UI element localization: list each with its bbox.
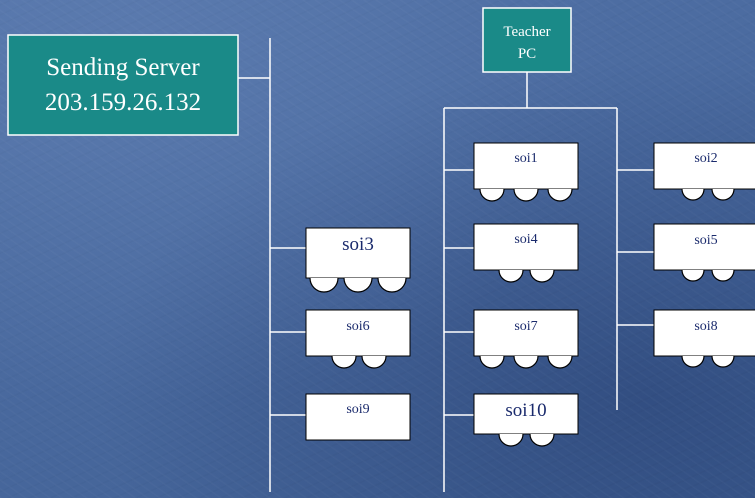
teacher-pc: Teacher PC <box>482 7 572 73</box>
node-bump <box>479 355 505 369</box>
teacher-pc-box <box>482 7 572 73</box>
node-box <box>653 309 755 357</box>
sending-server: Sending Server 203.159.26.132 <box>7 34 239 136</box>
node-soi5: soi5 <box>653 223 755 282</box>
node-bump <box>547 355 573 369</box>
node-label-soi1: soi1 <box>514 151 537 166</box>
node-bump <box>331 355 357 369</box>
node-bump <box>361 355 387 369</box>
node-bump <box>513 188 539 202</box>
node-bump <box>498 433 524 447</box>
node-bump <box>479 188 505 202</box>
node-box <box>653 142 755 190</box>
sending-server-ip: 203.159.26.132 <box>45 89 201 116</box>
node-box <box>305 393 411 441</box>
node-bump <box>377 277 407 293</box>
sending-server-title: Sending Server <box>46 54 200 81</box>
node-soi3: soi3 <box>305 227 411 293</box>
sending-server-box <box>7 34 239 136</box>
node-box <box>473 393 579 435</box>
node-bump <box>343 277 373 293</box>
node-bump <box>498 269 524 283</box>
node-label-soi4: soi4 <box>514 232 537 247</box>
node-bump <box>681 188 705 201</box>
node-bump <box>547 188 573 202</box>
node-soi1: soi1 <box>473 142 579 202</box>
node-soi10: soi10 <box>473 393 579 447</box>
node-box <box>305 309 411 357</box>
connector-lines <box>238 38 654 492</box>
node-box <box>473 142 579 190</box>
node-soi7: soi7 <box>473 309 579 369</box>
node-label-soi9: soi9 <box>346 402 369 417</box>
node-label-soi7: soi7 <box>514 319 537 334</box>
node-label-soi10: soi10 <box>505 400 546 421</box>
teacher-pc-line1: Teacher <box>503 24 550 40</box>
node-bump <box>711 269 735 282</box>
node-bump <box>309 277 339 293</box>
node-soi9: soi9 <box>305 393 411 441</box>
node-label-soi8: soi8 <box>694 319 717 334</box>
node-label-soi6: soi6 <box>346 319 369 334</box>
node-bump <box>681 269 705 282</box>
node-bump <box>513 355 539 369</box>
node-soi2: soi2 <box>653 142 755 201</box>
node-soi8: soi8 <box>653 309 755 368</box>
node-box <box>653 223 755 271</box>
node-bump <box>711 355 735 368</box>
node-bump <box>529 433 555 447</box>
teacher-pc-line2: PC <box>518 46 536 62</box>
node-soi6: soi6 <box>305 309 411 369</box>
node-bump <box>681 355 705 368</box>
node-soi4: soi4 <box>473 223 579 283</box>
node-box <box>473 223 579 271</box>
node-bump <box>711 188 735 201</box>
node-bump <box>529 269 555 283</box>
node-label-soi2: soi2 <box>694 151 717 166</box>
node-label-soi5: soi5 <box>694 233 717 248</box>
node-label-soi3: soi3 <box>342 234 374 255</box>
